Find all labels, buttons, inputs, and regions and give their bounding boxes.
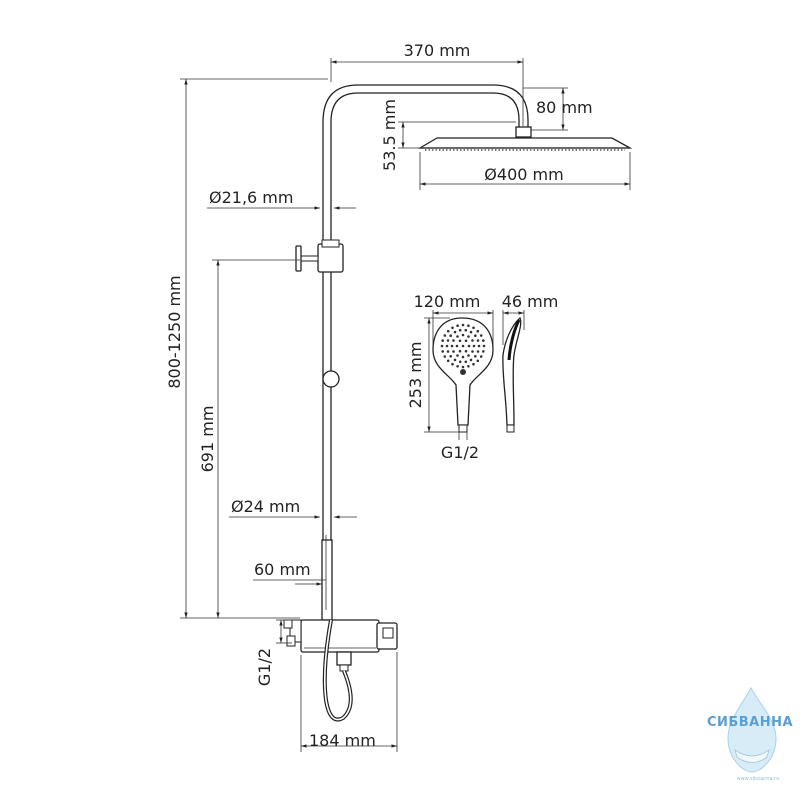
spray-nozzle [443, 355, 447, 358]
spray-nozzle [441, 339, 445, 342]
thermostatic-mixer [283, 619, 398, 672]
spray-nozzle [458, 328, 462, 332]
spray-nozzle [464, 339, 468, 343]
spray-nozzle [467, 344, 471, 348]
spray-nozzle [461, 323, 465, 327]
spray-nozzle [461, 355, 465, 359]
dim-head-thickness: 53.5 mm [380, 99, 399, 171]
dim-head-diameter: Ø400 mm [484, 165, 563, 184]
spray-nozzle [458, 349, 462, 353]
spray-nozzle [467, 354, 470, 357]
spray-nozzle [472, 362, 475, 366]
spray-nozzle [482, 339, 485, 342]
spray-nozzle [471, 350, 474, 353]
spray-nozzle [472, 326, 475, 330]
dim-hand-length: 253 mm [406, 342, 425, 409]
logo-brand: СИБВАННА [707, 715, 793, 730]
bathtub-icon [734, 749, 770, 763]
shower-column [283, 84, 633, 722]
slider-knob [322, 370, 340, 388]
spray-nozzle [464, 349, 468, 353]
spray-nozzle [467, 324, 470, 328]
spray-nozzle [446, 329, 450, 333]
dim-hand-depth: 46 mm [502, 292, 559, 311]
spray-nozzle [477, 344, 481, 348]
spray-nozzle [449, 334, 453, 338]
spray-nozzle [476, 339, 480, 342]
spray-nozzle [479, 334, 483, 337]
dim-mixer-width: 184 mm [309, 731, 376, 750]
spray-nozzle [446, 350, 450, 353]
spray-nozzle [440, 344, 444, 348]
spray-nozzle [446, 359, 450, 363]
spray-nozzle [456, 324, 459, 328]
spray-nozzle [456, 365, 459, 368]
spray-nozzle [482, 344, 486, 348]
spray-nozzle [450, 344, 454, 348]
spray-nozzle [464, 360, 468, 364]
spray-nozzle [479, 355, 483, 358]
spray-nozzle [476, 329, 480, 333]
dimension-labels: 370 mm 80 mm 53.5 mm Ø400 mm Ø21,6 mm 80… [165, 41, 593, 750]
spray-nozzle [441, 350, 445, 353]
head-connector [515, 126, 532, 138]
dim-upper-pipe: Ø21,6 mm [209, 188, 293, 207]
dim-inlet-thread: G1/2 [255, 648, 274, 686]
dim-hand-thread: G1/2 [441, 443, 479, 462]
spray-nozzle [482, 350, 485, 353]
dim-hand-width: 120 mm [414, 292, 481, 311]
spray-nozzle [461, 333, 465, 337]
spray-nozzle [458, 360, 462, 364]
hand-shower-side [502, 316, 522, 426]
spray-nozzle [476, 359, 480, 363]
spray-nozzle [476, 350, 480, 353]
spray-nozzle [453, 330, 457, 334]
spray-nozzle [456, 335, 459, 338]
spray-nozzle [451, 326, 454, 330]
spray-nozzle [452, 339, 455, 342]
dim-total-height: 800-1250 mm [165, 275, 184, 388]
dim-arm-drop: 80 mm [536, 98, 593, 117]
spray-nozzle [443, 334, 447, 337]
spray-nozzle [452, 350, 455, 353]
shower-arm [322, 84, 529, 556]
spray-nozzle [461, 365, 465, 369]
slider-bracket [295, 239, 344, 273]
spray-nozzle [471, 339, 474, 342]
spray-nozzle [445, 344, 449, 348]
spray-nozzle [474, 355, 477, 358]
water-drop-icon [727, 686, 777, 773]
dim-lower-pipe: Ø24 mm [231, 497, 300, 516]
sibvanna-logo: СИБВАННА www.sibvanna.ru [707, 686, 793, 782]
hand-shower [432, 316, 522, 433]
spray-nozzle [469, 330, 473, 334]
spray-nozzle [446, 339, 450, 342]
spray-nozzle [472, 344, 476, 348]
dim-slider-height: 691 mm [198, 406, 217, 473]
spray-nozzle [467, 365, 470, 368]
spray-nozzle [474, 334, 477, 338]
spray-nozzles [440, 323, 486, 369]
spray-nozzle [449, 355, 453, 358]
shower-head [417, 137, 633, 149]
spray-nozzle [451, 362, 454, 366]
dim-pipe-offset: 60 mm [254, 560, 311, 579]
spray-nozzle [467, 335, 470, 338]
spray-nozzle [456, 354, 459, 357]
spray-nozzle [469, 358, 473, 362]
spray-nozzle [461, 344, 465, 348]
spray-nozzle [464, 328, 468, 332]
logo-url: www.sibvanna.ru [737, 776, 780, 782]
dim-arm-length: 370 mm [404, 41, 471, 60]
dimension-lines [180, 58, 631, 752]
spray-nozzle [458, 339, 462, 343]
mode-button [460, 369, 466, 375]
spray-nozzle [453, 358, 457, 362]
spray-nozzle [455, 344, 459, 348]
